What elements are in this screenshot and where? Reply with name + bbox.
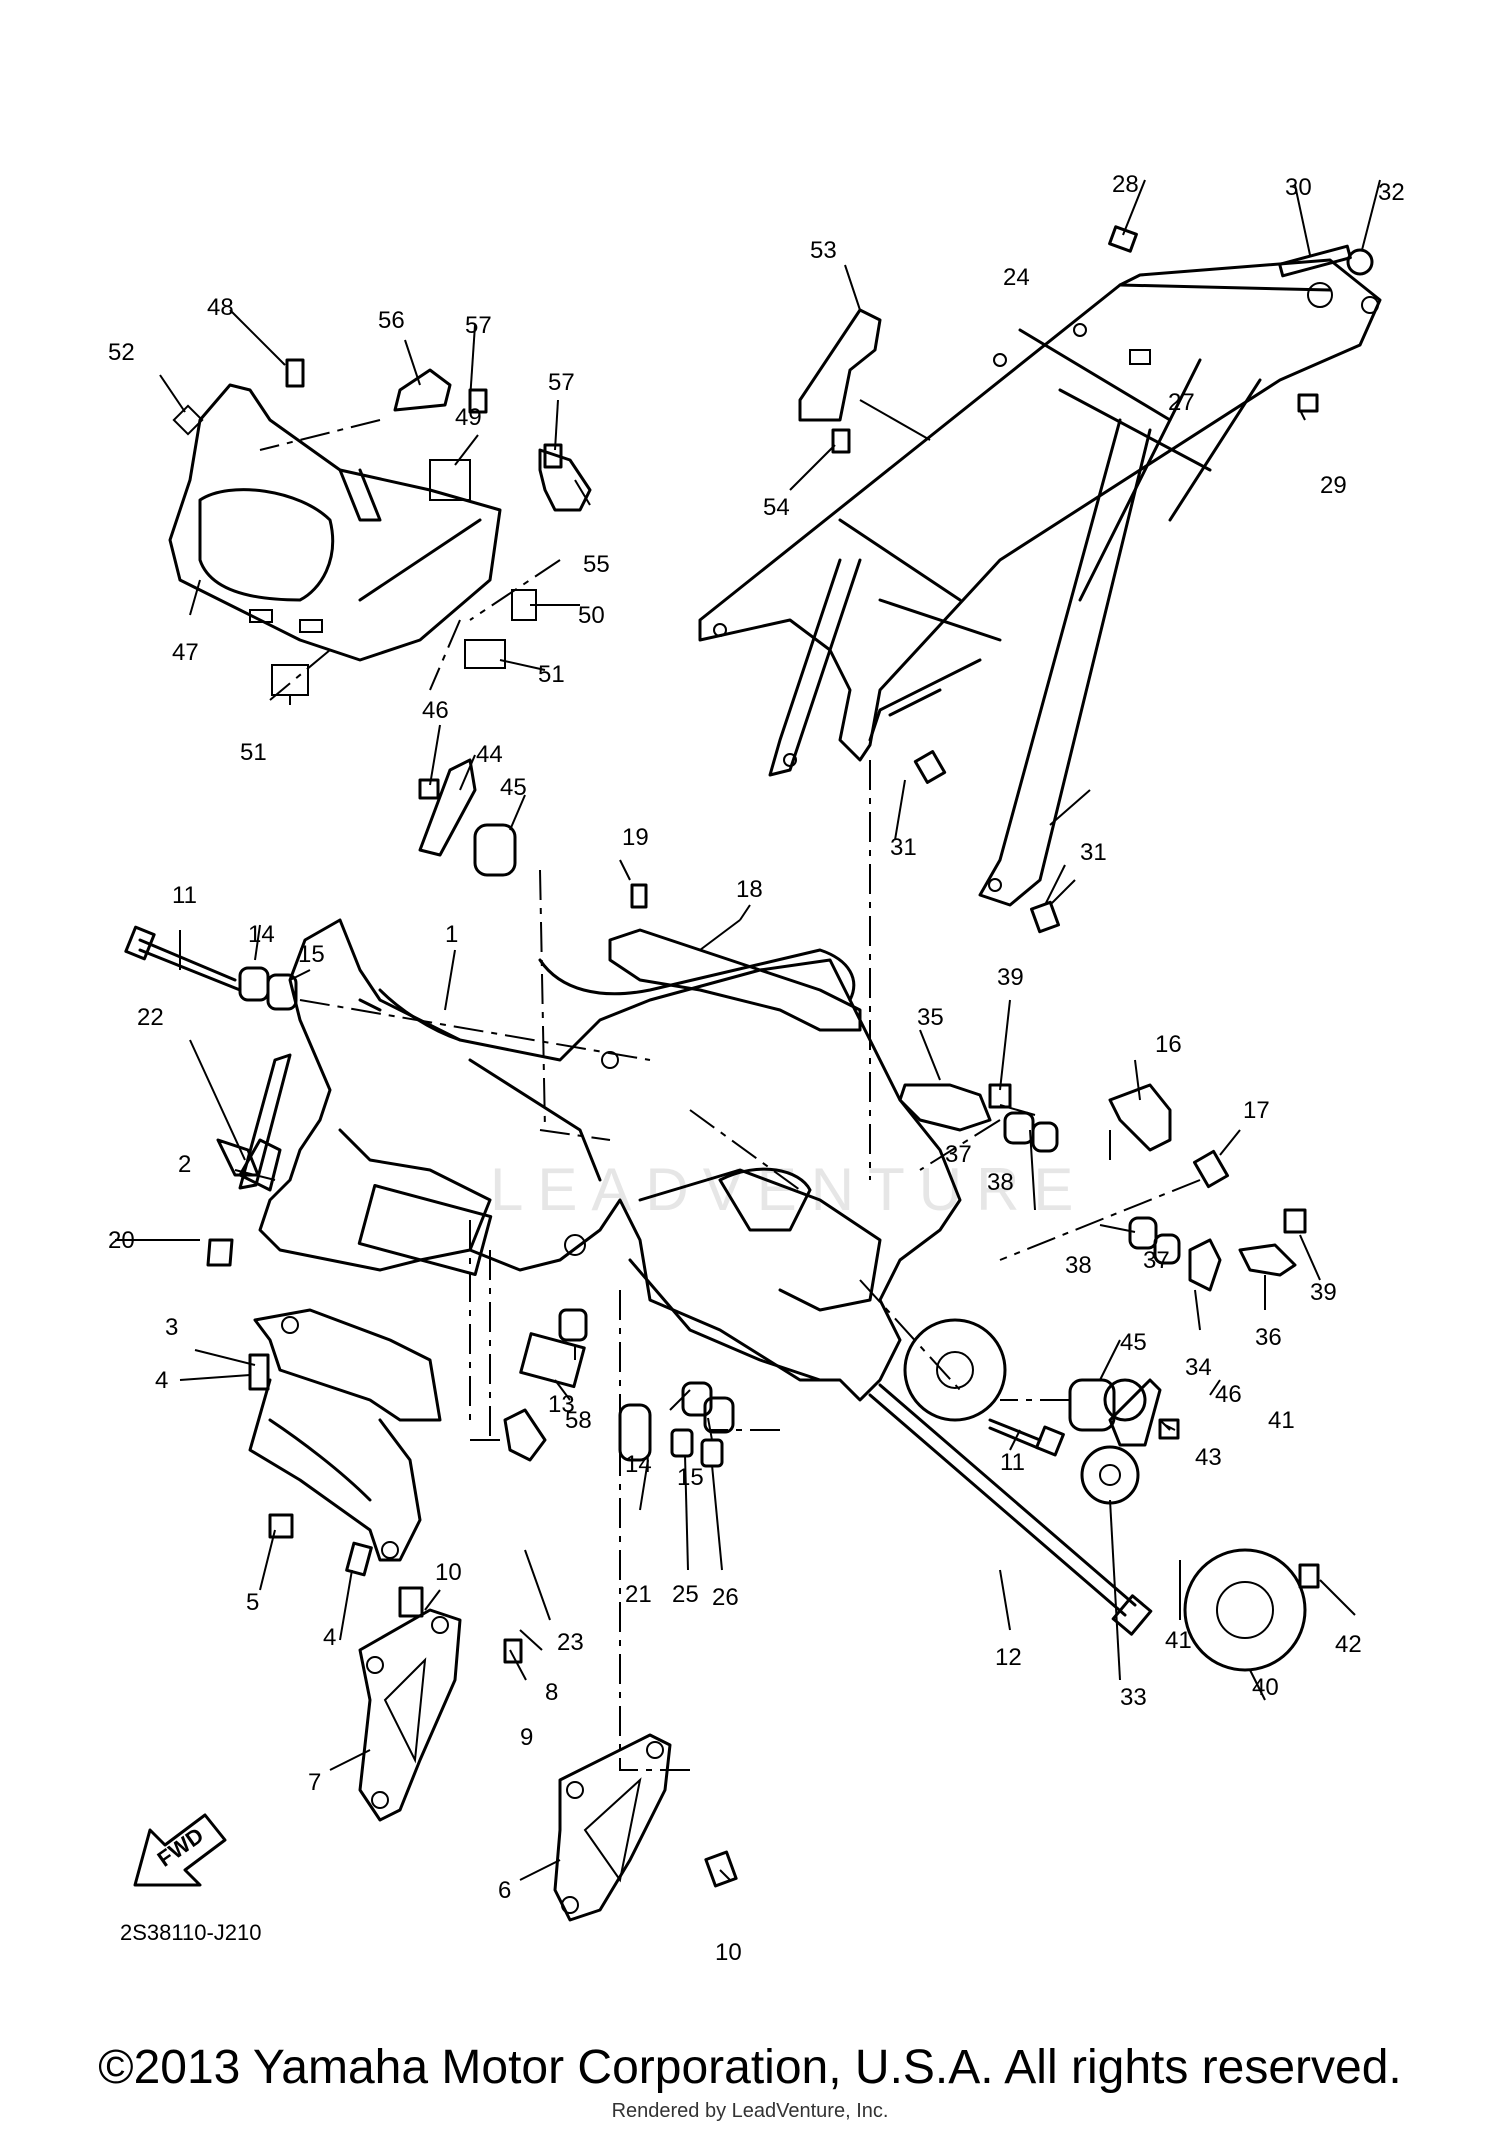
callout-36: 36 [1255,1324,1282,1351]
callout-15a: 15 [298,941,325,968]
callout-24: 24 [1003,264,1030,291]
small-brackets-upper [393,308,931,512]
mount-brackets [898,1083,1297,1292]
callout-26: 26 [712,1584,739,1611]
callout-47: 47 [172,639,199,666]
callout-21: 21 [625,1581,652,1608]
callout-58: 58 [565,1407,592,1434]
callout-14b: 14 [625,1451,652,1478]
callout-49: 49 [455,404,482,431]
callout-14a: 14 [248,921,275,948]
diagram-code: 2S38110-J210 [120,1920,262,1945]
fwd-arrow-icon: FWD [133,1813,227,1887]
watermark-text: LEADVENTURE [490,1156,1087,1223]
long-bolts [124,925,1153,1636]
spacers-collars [238,823,1181,1468]
callout-56: 56 [378,307,405,334]
pivot-parts [903,1318,1307,1672]
callout-48: 48 [207,294,234,321]
callout-31b: 31 [1080,839,1107,866]
callout-37a: 37 [945,1141,972,1168]
callout-34: 34 [1185,1354,1212,1381]
callout-45a: 45 [500,774,527,801]
callout-5: 5 [246,1589,259,1616]
small-bolts [248,358,1320,1888]
copyright-notice: ©2013 Yamaha Motor Corporation, U.S.A. A… [98,2041,1402,2094]
callout-57b: 57 [548,369,575,396]
callout-45b: 45 [1120,1329,1147,1356]
callout-35: 35 [917,1004,944,1031]
callout-numbers: 1 2 3 4 4 5 6 7 8 9 10 10 11 11 12 13 14… [108,171,1405,1966]
lower-bracket-3 [248,1308,442,1562]
callout-53: 53 [810,237,837,264]
callout-43: 43 [1195,1444,1222,1471]
callout-11b: 11 [1000,1449,1025,1476]
top-small-parts [1108,225,1374,365]
callout-38b: 38 [1065,1252,1092,1279]
callout-27: 27 [1168,389,1195,416]
callout-51a: 51 [538,661,565,688]
callout-32: 32 [1378,179,1405,206]
callout-44: 44 [476,741,503,768]
callout-37b: 37 [1143,1247,1170,1274]
leader-lines [115,179,1381,1881]
callout-31a: 31 [890,834,917,861]
air-duct-bracket [168,383,561,701]
callout-19: 19 [622,824,649,851]
callout-18: 18 [736,876,763,903]
frame-stickers [206,1053,586,1462]
main-frame [258,918,962,1402]
callout-38a: 38 [987,1169,1014,1196]
callout-41b: 41 [1165,1627,1192,1654]
callout-40: 40 [1252,1674,1279,1701]
callout-46a: 46 [422,697,449,724]
callout-7: 7 [308,1769,321,1796]
callout-15b: 15 [677,1464,704,1491]
callout-25: 25 [672,1581,699,1608]
callout-50: 50 [578,602,605,629]
callout-57a: 57 [465,312,492,339]
callout-22: 22 [137,1004,164,1031]
callout-8: 8 [545,1679,558,1706]
fwd-label: FWD [153,1823,208,1872]
callout-39a: 39 [997,964,1024,991]
callout-29: 29 [1320,472,1347,499]
callout-30: 30 [1285,174,1312,201]
callout-55: 55 [583,551,610,578]
callout-10b: 10 [715,1939,742,1966]
callout-6: 6 [498,1877,511,1904]
callout-33: 33 [1120,1684,1147,1711]
callout-46b: 46 [1215,1381,1242,1408]
callout-3: 3 [165,1314,178,1341]
callout-17: 17 [1243,1097,1270,1124]
callout-51b: 51 [240,739,267,766]
callout-1: 1 [445,921,458,948]
callout-52: 52 [108,339,135,366]
callout-20: 20 [108,1227,135,1254]
callout-11a: 11 [172,882,197,909]
callout-42: 42 [1335,1631,1362,1658]
callout-28: 28 [1112,171,1139,198]
alignment-lines [299,760,1201,1771]
callout-4a: 4 [155,1367,168,1394]
render-credit: Rendered by LeadVenture, Inc. [611,2100,889,2122]
label-stickers [172,404,537,696]
callout-54: 54 [763,494,790,521]
triangle-mounts [418,758,1162,1447]
callout-23: 23 [557,1629,584,1656]
callout-13: 13 [548,1391,575,1418]
callout-10a: 10 [435,1559,462,1586]
engine-bracket-7 [358,1608,462,1822]
callout-12: 12 [995,1644,1022,1671]
callout-41a: 41 [1268,1407,1295,1434]
callout-39b: 39 [1310,1279,1337,1306]
callout-4b: 4 [323,1624,336,1651]
cover-18 [608,928,862,1032]
callout-16: 16 [1155,1031,1182,1058]
callout-2: 2 [178,1151,191,1178]
engine-bracket-6 [553,1733,672,1922]
callout-9: 9 [520,1724,533,1751]
rear-subframe [698,258,1382,907]
